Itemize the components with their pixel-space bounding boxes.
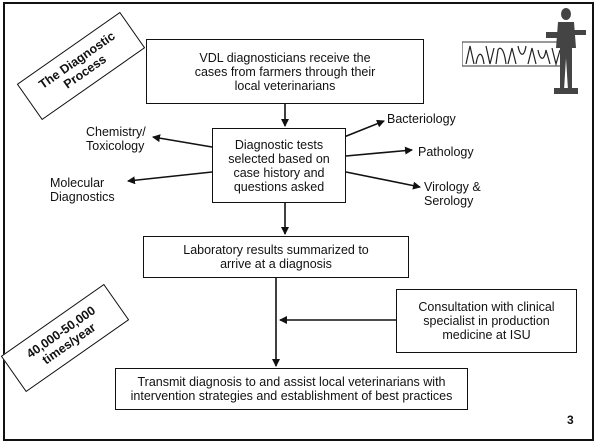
consultation-box: Consultation with clinical specialist in… (396, 289, 577, 353)
lab-results-box: Laboratory results summarized to arrive … (143, 236, 409, 278)
arrow-to-bacteriology (343, 119, 385, 138)
arrow-to-molecular (127, 171, 213, 185)
molecular-diagnostics-label: Molecular Diagnostics (50, 176, 115, 204)
bacteriology-label: Bacteriology (387, 112, 456, 126)
arrow-to-chemistry (152, 134, 213, 148)
slide-frame (3, 2, 594, 441)
pathology-label: Pathology (418, 145, 474, 159)
arrow-to-virology (345, 171, 421, 190)
veterinary-statue-logo-icon (461, 2, 590, 96)
arrow-to-pathology (345, 146, 413, 157)
page-number: 3 (567, 413, 574, 427)
diagnostic-tests-box: Diagnostic tests selected based on case … (212, 128, 346, 203)
chemistry-toxicology-label: Chemistry/ Toxicology (86, 125, 146, 153)
receive-cases-box: VDL diagnosticians receive the cases fro… (146, 39, 424, 104)
virology-serology-label: Virology & Serology (424, 180, 481, 208)
transmit-diagnosis-box: Transmit diagnosis to and assist local v… (115, 368, 468, 410)
